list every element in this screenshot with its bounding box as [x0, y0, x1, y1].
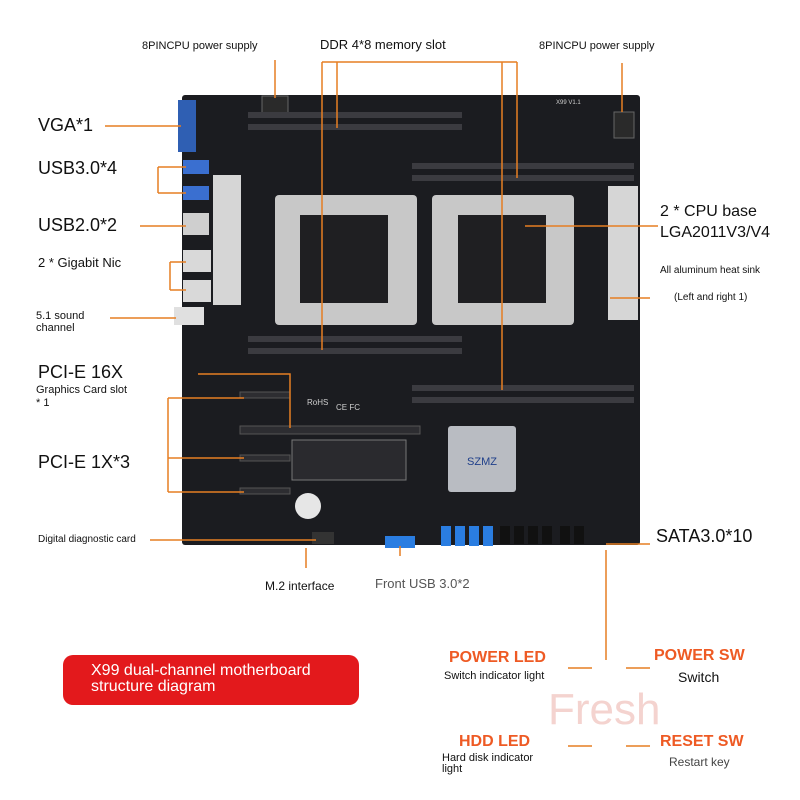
right-heatsink — [608, 186, 638, 320]
ce-mark: CE FC — [336, 403, 360, 412]
front-usb3-header — [385, 536, 415, 548]
label-pcie16: PCI-E 16X — [38, 362, 124, 382]
label-pcie16-sub-line2: * 1 — [36, 397, 50, 409]
lan-port-2 — [183, 280, 211, 302]
sata-port-6 — [514, 526, 524, 544]
label-m2: M.2 interface — [265, 579, 335, 593]
audio-jack — [174, 307, 204, 325]
label-power-sw: POWER SW — [654, 647, 745, 664]
left-heatsink — [213, 175, 241, 305]
label-front-usb: Front USB 3.0*2 — [375, 576, 470, 591]
sata-port-3 — [469, 526, 479, 546]
label-sata: SATA3.0*10 — [656, 526, 753, 546]
chipset-heatsink — [448, 426, 516, 492]
sata-port-5 — [500, 526, 510, 544]
label-power-led-sub: Switch indicator light — [444, 670, 545, 682]
leader-lines — [105, 60, 658, 747]
usb2-port — [183, 213, 209, 235]
label-cpu-power-left: 8PINCPU power supply — [142, 40, 258, 52]
chipset-logo: SZMZ — [467, 456, 497, 468]
pcie-x1-slot-1 — [239, 391, 291, 399]
label-power-led: POWER LED — [449, 649, 546, 666]
dimm-top-left-2 — [248, 124, 462, 130]
dimm-top-left-1 — [248, 112, 462, 118]
sata-port-2 — [455, 526, 465, 546]
label-sound-line1: 5.1 sound — [36, 310, 85, 322]
vga-port — [178, 100, 196, 152]
label-ddr: DDR 4*8 memory slot — [320, 37, 446, 52]
label-reset-sw: RESET SW — [660, 733, 744, 750]
label-usb2: USB2.0*2 — [38, 215, 118, 235]
sata-port-10 — [574, 526, 584, 544]
watermark-text: Fresh — [548, 685, 661, 734]
label-hdd-led-sub-line2: light — [442, 763, 463, 775]
sata-port-1 — [441, 526, 451, 546]
dimm-bottom-right-1 — [412, 385, 634, 391]
board-version: X99 V1.1 — [556, 100, 581, 106]
label-heatsink-line1: All aluminum heat sink — [660, 265, 761, 276]
dimm-top-right-2 — [412, 175, 634, 181]
label-pcie1: PCI-E 1X*3 — [38, 452, 131, 472]
dimm-bottom-right-2 — [412, 397, 634, 403]
title-banner: X99 dual-channel motherboard structure d… — [63, 655, 359, 705]
diagnostic-display — [312, 532, 334, 544]
label-hdd-led: HDD LED — [459, 733, 531, 750]
dimm-bottom-left-1 — [248, 336, 462, 342]
sata-port-4 — [483, 526, 493, 546]
sata-port-7 — [528, 526, 538, 544]
label-nic: 2 * Gigabit Nic — [38, 255, 122, 270]
banner-text: X99 dual-channel motherboard structure d… — [91, 662, 311, 695]
label-usb3: USB3.0*4 — [38, 158, 118, 178]
pcie-x1-slot-3 — [239, 487, 291, 495]
usb3-port-2 — [183, 186, 209, 200]
m2-slot — [291, 439, 407, 481]
label-heatsink-line2: (Left and right 1) — [674, 292, 748, 303]
usb3-port-1 — [183, 160, 209, 174]
pcie-x16-slot — [239, 425, 421, 435]
cpu-power-connector-right — [613, 111, 635, 139]
label-hdd-led-sub-line1: Hard disk indicator — [442, 752, 534, 764]
sata-port-9 — [560, 526, 570, 544]
dimm-bottom-left-2 — [248, 348, 462, 354]
label-cpu-base-line2: LGA2011V3/V4 — [660, 224, 771, 241]
lan-port-1 — [183, 250, 211, 272]
label-cpu-base-line1: 2 * CPU base — [660, 203, 757, 220]
dimm-top-right-1 — [412, 163, 634, 169]
label-vga: VGA*1 — [38, 115, 94, 135]
label-power-sw-sub: Switch — [678, 669, 720, 685]
rohs-mark: RoHS — [307, 398, 328, 407]
label-reset-sw-sub: Restart key — [669, 755, 730, 769]
label-sound-line2: channel — [36, 322, 75, 334]
sata-port-8 — [542, 526, 552, 544]
cmos-battery — [295, 493, 321, 519]
label-pcie16-sub-line1: Graphics Card slot — [36, 384, 128, 396]
label-diag: Digital diagnostic card — [38, 534, 136, 545]
label-cpu-power-right: 8PINCPU power supply — [539, 40, 655, 52]
pcie-x1-slot-2 — [239, 454, 291, 462]
cpu-power-connector-left — [261, 95, 289, 115]
cpu-socket-left-cover — [300, 215, 388, 303]
